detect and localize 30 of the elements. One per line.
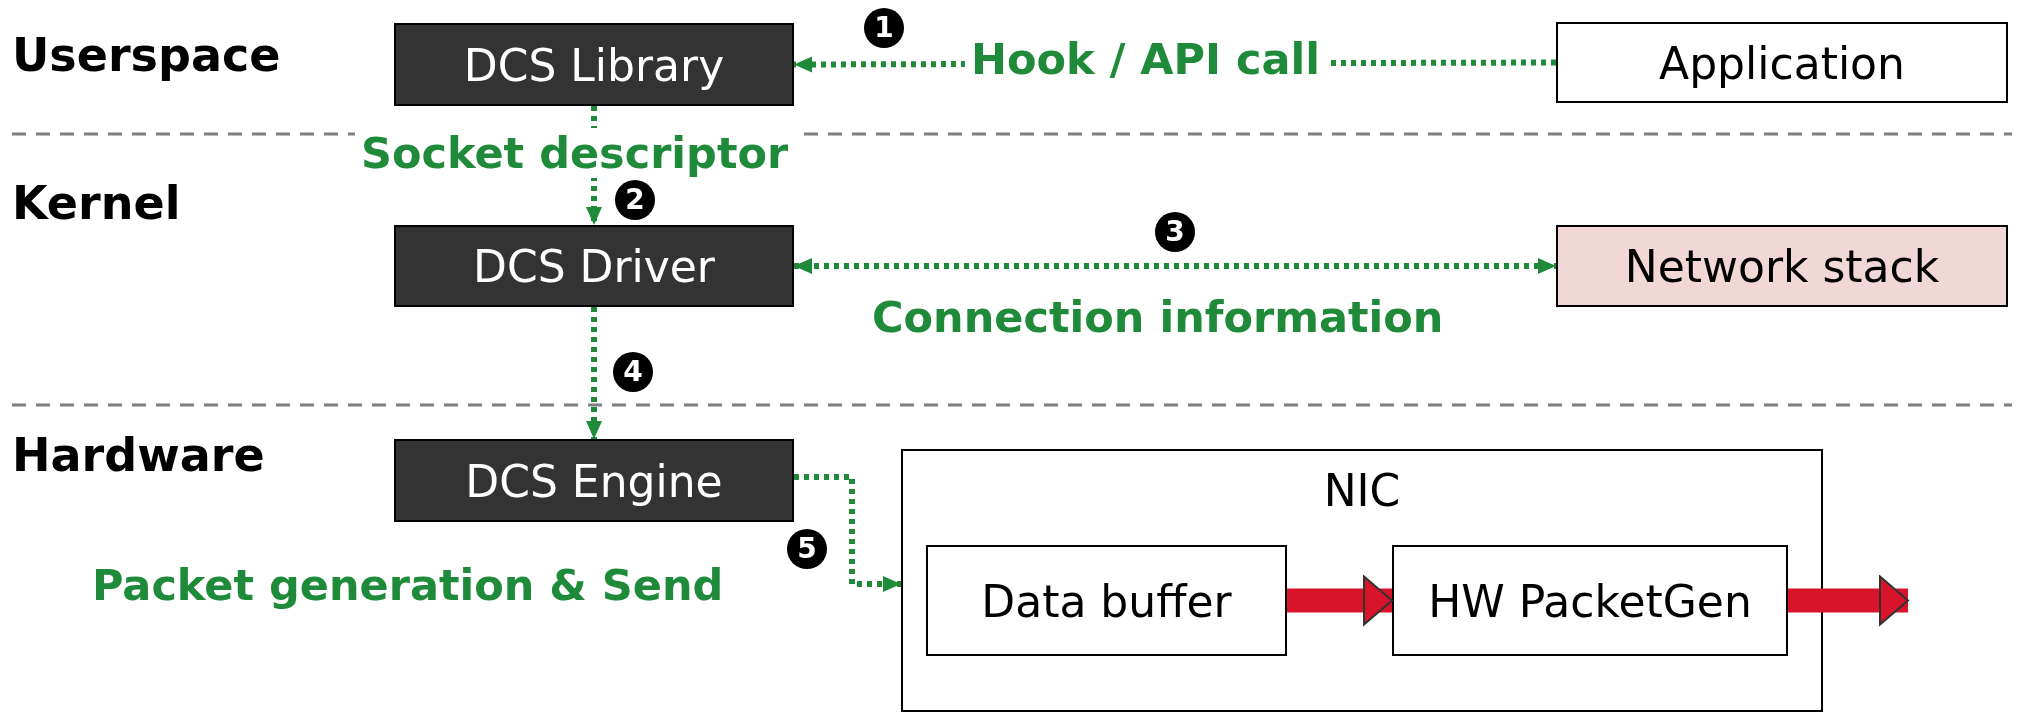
step-number: 1 xyxy=(864,8,904,48)
layer-label: Userspace xyxy=(12,28,281,82)
node-label: DCS Driver xyxy=(472,240,716,292)
layer-label: Hardware xyxy=(12,428,265,482)
dotted-arrow xyxy=(586,307,602,439)
step-number: 3 xyxy=(1155,212,1195,252)
dotted-arrow xyxy=(794,474,901,592)
step-number: 4 xyxy=(613,352,653,392)
step-number: 5 xyxy=(787,529,827,569)
node-label: DCS Engine xyxy=(464,455,724,506)
engine-box xyxy=(394,439,794,522)
container-title: NIC xyxy=(1322,465,1402,516)
edge-label: Socket descriptor xyxy=(355,128,795,178)
buffer-box xyxy=(926,545,1287,656)
layer-label: Kernel xyxy=(12,176,181,230)
application-box xyxy=(1556,22,2008,103)
node-label: Network stack xyxy=(1623,240,1941,292)
block-arrow xyxy=(1287,575,1393,626)
step-number: 2 xyxy=(615,180,655,220)
packet-generator-box xyxy=(1392,545,1788,656)
driver-box xyxy=(394,225,794,307)
nic-container xyxy=(901,449,1823,712)
node-label: Data buffer xyxy=(980,575,1233,626)
node-label: HW PacketGen xyxy=(1427,575,1753,626)
block-arrow xyxy=(1788,575,1909,626)
node-label: Application xyxy=(1658,37,1906,88)
node-label: DCS Library xyxy=(462,39,726,90)
dotted-arrow xyxy=(794,258,1556,274)
network-stack-box xyxy=(1556,225,2008,307)
library-box xyxy=(394,23,794,106)
